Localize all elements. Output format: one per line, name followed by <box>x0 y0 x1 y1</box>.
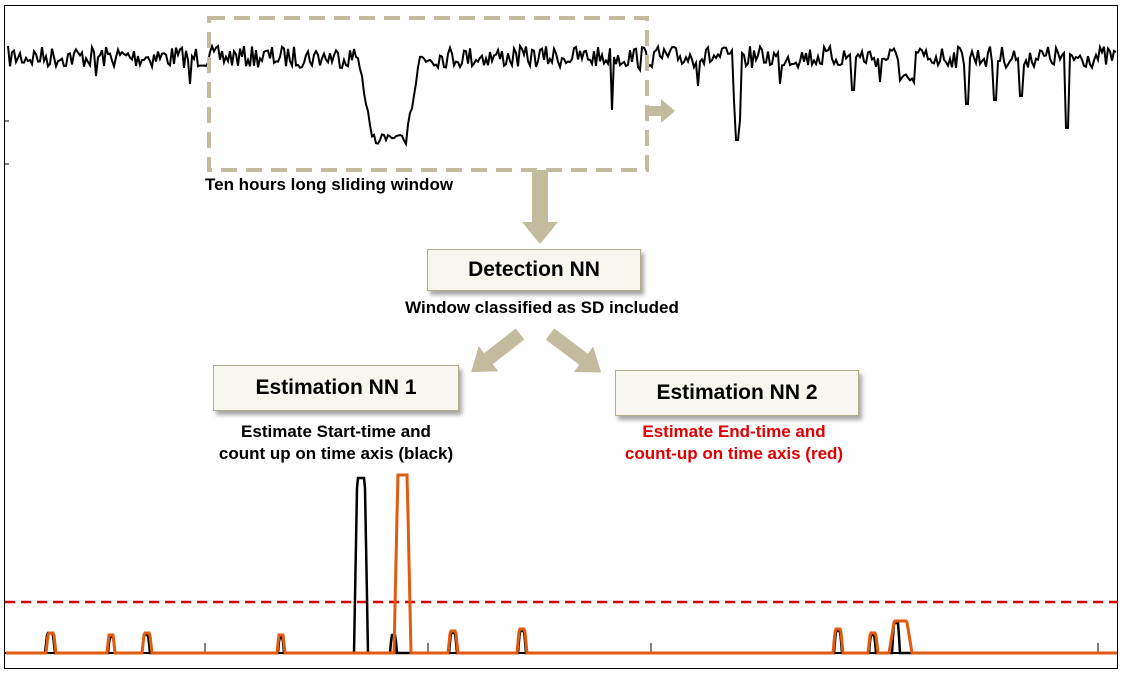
estimation-2-caption-line: Estimate End-time and <box>642 422 826 441</box>
sliding-window-box <box>207 16 649 172</box>
estimation-1-caption-line: Estimate Start-time and <box>241 422 431 441</box>
estimation-2-caption: Estimate End-time and count-up on time a… <box>594 421 874 465</box>
detection-nn-box: Detection NN <box>427 249 641 291</box>
arrow-to-estimation-1 <box>471 328 525 373</box>
estimation-nn-2-title: Estimation NN 2 <box>656 381 818 404</box>
start-time-count-trace <box>6 476 1117 655</box>
estimation-1-caption: Estimate Start-time and count up on time… <box>186 421 486 465</box>
sliding-window-label: Ten hours long sliding window <box>205 175 454 194</box>
end-time-count-trace <box>6 473 1117 655</box>
arrow-to-estimation-2 <box>545 328 602 373</box>
signal-trace <box>7 43 1117 148</box>
figure-frame <box>4 5 1118 669</box>
estimation-nn-1-title: Estimation NN 1 <box>255 376 417 399</box>
down-arrow <box>522 170 558 244</box>
slide-right-arrow <box>649 99 675 123</box>
estimation-nn-2-box: Estimation NN 2 <box>615 370 859 416</box>
estimation-2-caption-line: count-up on time axis (red) <box>624 444 844 463</box>
estimation-1-caption-line: count up on time axis (black) <box>218 444 454 463</box>
estimation-nn-1-box: Estimation NN 1 <box>213 365 459 411</box>
detection-nn-title: Detection NN <box>468 258 600 281</box>
detection-caption: Window classified as SD included <box>405 298 679 317</box>
